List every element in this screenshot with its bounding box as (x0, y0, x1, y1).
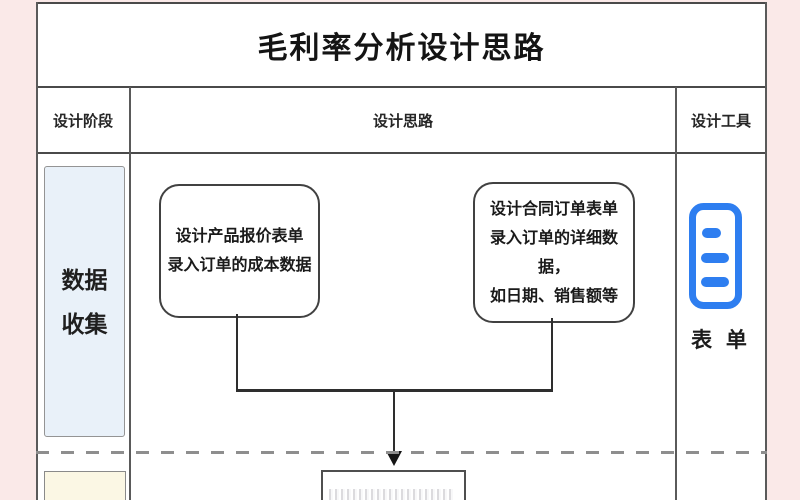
header-bottom-border (36, 152, 767, 154)
clipped-text-artifact (329, 489, 453, 500)
table-panel (36, 2, 767, 500)
arrow-shaft (393, 391, 395, 453)
node-next-clipped (321, 470, 466, 500)
node-contract-form: 设计合同订单表单 录入订单的详细数据， 如日期、销售额等 (473, 182, 635, 323)
column-divider-phase (129, 87, 131, 500)
page-title: 毛利率分析设计思路 (257, 31, 546, 65)
table-border-top (36, 2, 767, 4)
table-border-right (765, 2, 767, 500)
header-phase: 设计阶段 (52, 112, 113, 130)
arrow-head-icon (386, 451, 402, 466)
node-quote-form-line2: 录入订单的成本数据 (167, 257, 312, 274)
stage-label-line1: 数据 (61, 266, 108, 293)
title-bottom-border (36, 86, 767, 88)
node-contract-form-line2: 录入订单的详细数据， (489, 229, 618, 276)
column-divider-tool (675, 87, 677, 500)
node-contract-form-line3: 如日期、销售额等 (489, 287, 618, 305)
header-tool: 设计工具 (690, 112, 751, 130)
form-icon (689, 203, 742, 309)
table-border-left (36, 2, 38, 500)
node-quote-form-line1: 设计产品报价表单 (175, 228, 304, 245)
connector-horizontal (236, 389, 553, 392)
connector-left-vertical (236, 314, 238, 391)
header-idea: 设计思路 (372, 112, 433, 130)
row-divider-dashed (36, 451, 767, 454)
stage-label-line2: 收集 (61, 310, 108, 337)
connector-right-vertical (551, 318, 553, 391)
tool-label: 表 单 (691, 329, 751, 352)
node-quote-form: 设计产品报价表单 录入订单的成本数据 (159, 184, 320, 318)
stage-next-clipped (44, 471, 126, 500)
stage-data-collection: 数据 收集 (44, 166, 125, 437)
node-contract-form-line1: 设计合同订单表单 (489, 200, 618, 218)
